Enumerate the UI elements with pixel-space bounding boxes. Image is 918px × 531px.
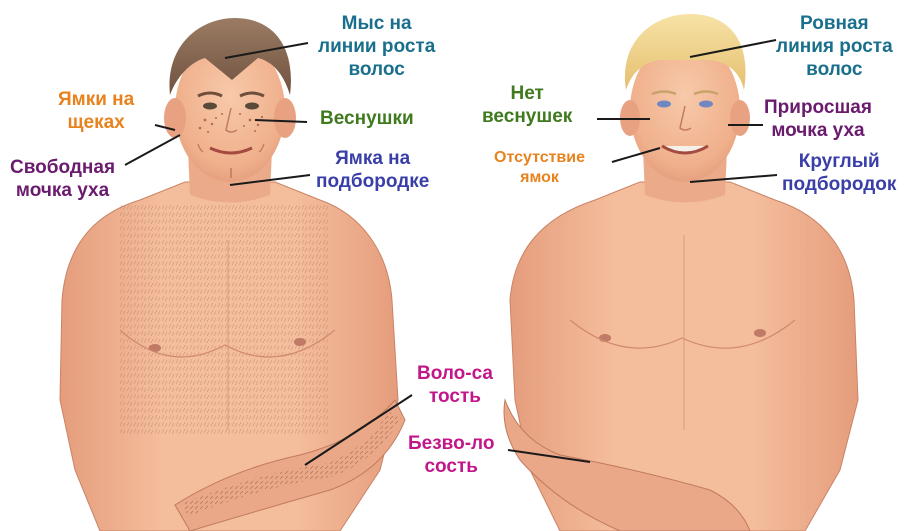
label-round-chin: Круглыйподбородок xyxy=(782,150,896,196)
label-no-freckles: Нетвеснушек xyxy=(482,82,572,128)
chest-hair-texture xyxy=(120,205,330,435)
label-freckles: Веснушки xyxy=(320,107,414,130)
label-no-dimples: Отсутствиеямок xyxy=(494,148,585,187)
label-straight-hairline: Ровнаялиния роставолос xyxy=(776,12,893,82)
label-hairiness: Воло-сатость xyxy=(417,362,493,408)
right-nipple-2 xyxy=(754,329,766,337)
left-ear-l xyxy=(164,98,186,138)
left-nipple-2 xyxy=(294,338,306,346)
right-ear-r xyxy=(730,100,750,136)
label-widows-peak: Мыс налинии роставолос xyxy=(318,12,435,82)
left-ear-r xyxy=(274,98,296,138)
label-free-earlobe: Свободнаямочка уха xyxy=(10,156,115,202)
label-attached-earlobe: Приросшаямочка уха xyxy=(764,96,872,142)
label-cheek-dimples: Ямки нащеках xyxy=(58,88,134,134)
label-hairlessness: Безво-лосость xyxy=(408,432,494,478)
label-chin-cleft: Ямка наподбородке xyxy=(316,147,429,193)
